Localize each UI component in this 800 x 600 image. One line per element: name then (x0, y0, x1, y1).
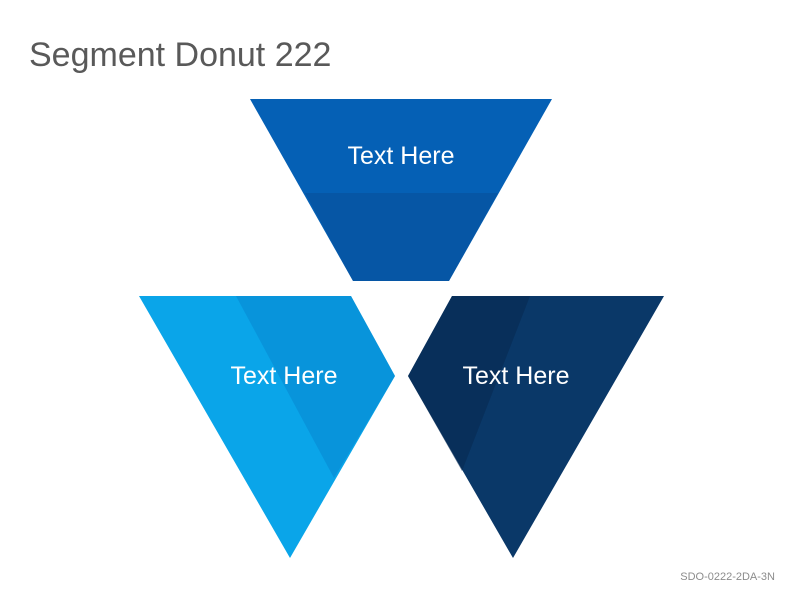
slide-code: SDO-0222-2DA-3N (680, 571, 775, 583)
segment-top-shade (305, 193, 498, 281)
segment-left[interactable]: Text Here (139, 296, 395, 558)
segment-top[interactable]: Text Here (250, 99, 552, 281)
segment-left-label: Text Here (231, 362, 338, 390)
segment-right[interactable]: Text Here (408, 296, 664, 558)
segment-right-shade (408, 296, 530, 471)
segment-right-label: Text Here (463, 362, 570, 390)
segment-left-shade (236, 296, 395, 478)
segment-top-shape (250, 99, 552, 281)
segment-top-label: Text Here (348, 142, 455, 170)
slide-title: Segment Donut 222 (29, 36, 332, 74)
